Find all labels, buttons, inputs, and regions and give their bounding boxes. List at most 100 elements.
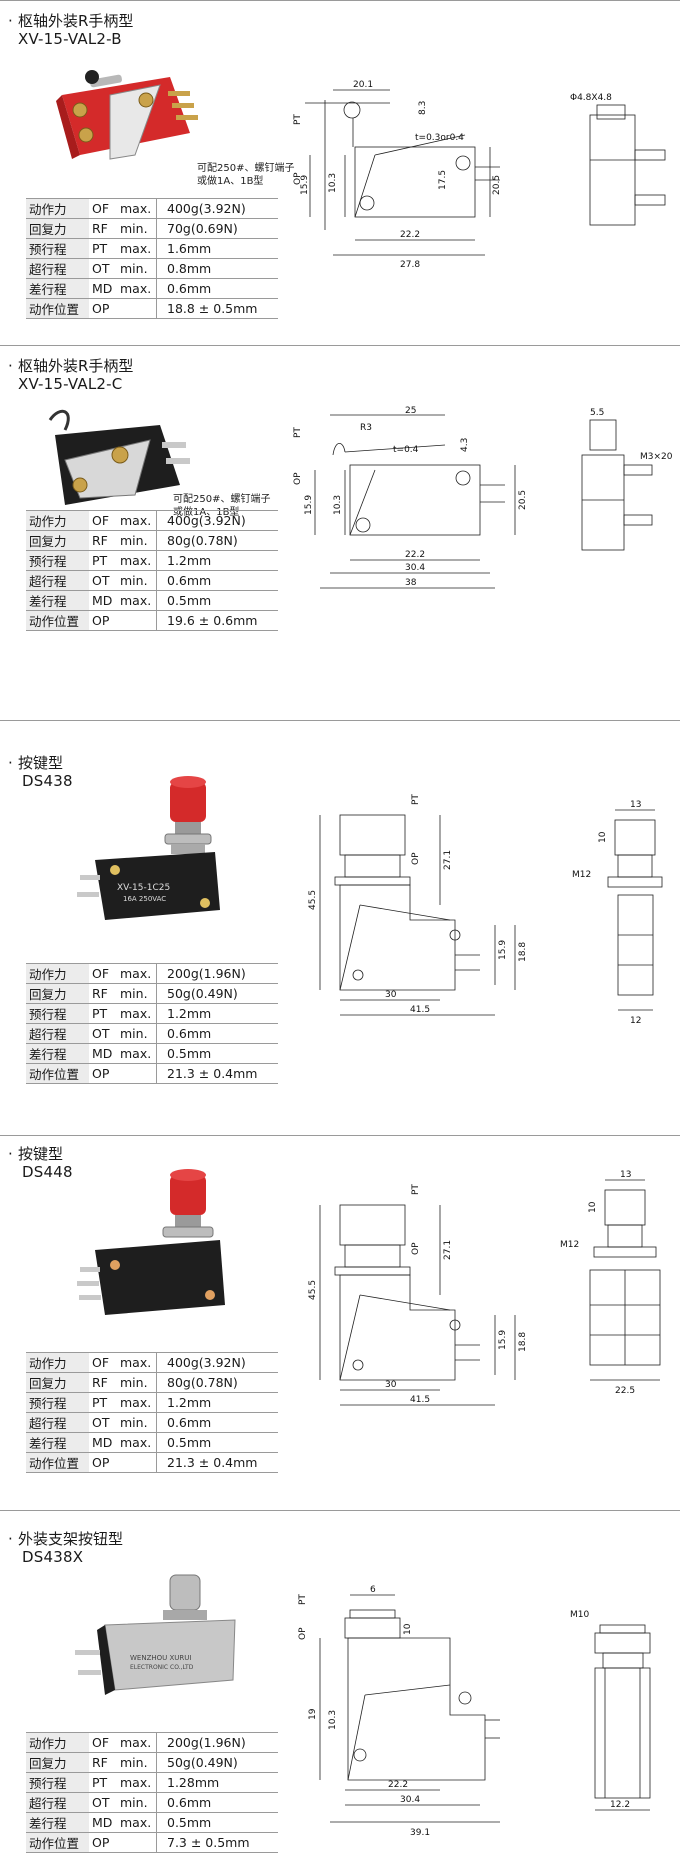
dim-label: 6 bbox=[370, 1585, 376, 1595]
product-photo: XV-15-1C25 16A 250VAC bbox=[77, 776, 220, 920]
product-photo bbox=[77, 1169, 225, 1315]
dim-label: 5.5 bbox=[590, 408, 604, 418]
dim-label: 22.2 bbox=[400, 230, 420, 240]
dim-label: Φ4.8X4.8 bbox=[570, 93, 612, 103]
dim-label: OP bbox=[298, 1627, 308, 1640]
dim-label: 27.1 bbox=[443, 1240, 453, 1260]
dim-label: 13 bbox=[620, 1170, 631, 1180]
dim-label: 27.8 bbox=[400, 260, 420, 270]
dim-label: 10.3 bbox=[328, 1710, 338, 1730]
dim-label: 15.9 bbox=[498, 1330, 508, 1350]
dim-label: 27.1 bbox=[443, 850, 453, 870]
dim-label: 45.5 bbox=[308, 1280, 318, 1300]
dim-label: 30 bbox=[385, 1380, 397, 1390]
side-view-drawing: 13 10 M12 12 bbox=[572, 800, 663, 1026]
section-rule bbox=[0, 720, 680, 721]
dim-label: 10.3 bbox=[333, 495, 343, 515]
model-number: XV-15-VAL2-B bbox=[18, 30, 122, 48]
dim-label: 17.5 bbox=[438, 170, 448, 190]
dim-label: M3×20 bbox=[640, 452, 673, 462]
dim-label: 39.1 bbox=[410, 1828, 430, 1838]
model-number: DS448 bbox=[22, 1163, 73, 1181]
dim-label: 20.1 bbox=[353, 80, 373, 90]
dim-label: 13 bbox=[630, 800, 641, 810]
dim-label: 22.2 bbox=[388, 1780, 408, 1790]
dim-label: 15.9 bbox=[300, 175, 310, 195]
dim-label: M12 bbox=[572, 870, 591, 880]
dim-label: 10 bbox=[588, 1201, 598, 1213]
dim-label: t=0.3or0.4 bbox=[415, 133, 464, 143]
dimension-drawing: PT OP 6 10 19 10.3 22.2 30.4 39.1 bbox=[298, 1585, 500, 1838]
dim-label: 10 bbox=[403, 1623, 413, 1635]
side-view-drawing: 5.5 M3×20 bbox=[581, 408, 673, 551]
section-val2-b: ·枢轴外装R手柄型 XV-15-VAL2-B 可配250#、螺钉端子或做1A、1… bbox=[0, 0, 680, 345]
product-photo bbox=[48, 409, 190, 505]
dim-label: OP bbox=[411, 1242, 421, 1255]
dim-label: 45.5 bbox=[308, 890, 318, 910]
dimension-drawing: PT OP 27.1 45.5 15.9 18.8 30 41.5 bbox=[308, 794, 528, 1016]
dim-label: 10.3 bbox=[328, 173, 338, 193]
dim-label: R3 bbox=[360, 423, 372, 433]
photo-print: ELECTRONIC CO.,LTD bbox=[130, 1664, 194, 1671]
photo-print: 16A 250VAC bbox=[123, 895, 166, 903]
dim-label: PT bbox=[411, 1184, 421, 1195]
section-rule bbox=[0, 345, 680, 346]
dim-label: PT bbox=[411, 794, 421, 805]
section-title: ·枢轴外装R手柄型 bbox=[8, 12, 134, 30]
dim-label: PT bbox=[293, 114, 303, 125]
section-title: ·外装支架按钮型 bbox=[8, 1530, 124, 1548]
dim-label: PT bbox=[293, 427, 303, 438]
terminal-note: 可配250#、螺钉端子或做1A、1B型 bbox=[197, 163, 295, 187]
model-number: DS438X bbox=[22, 1548, 84, 1566]
section-val2-c: ·枢轴外装R手柄型 XV-15-VAL2-C 可配250#、螺钉端子或做1A、1… bbox=[0, 345, 680, 720]
model-number: DS438 bbox=[22, 772, 73, 790]
side-view-drawing: Φ4.8X4.8 bbox=[570, 93, 666, 226]
section-rule bbox=[0, 1135, 680, 1136]
dimension-drawing: PT OP 27.1 45.5 15.9 18.8 30 41.5 bbox=[308, 1184, 528, 1406]
dim-label: 22.5 bbox=[615, 1386, 635, 1396]
dim-label: 20.5 bbox=[518, 490, 528, 510]
dim-label: OP bbox=[411, 852, 421, 865]
dim-label: OP bbox=[293, 172, 303, 185]
section-title: ·枢轴外装R手柄型 bbox=[8, 357, 134, 375]
dim-label: M12 bbox=[560, 1240, 579, 1250]
top-rule bbox=[0, 0, 680, 1]
dim-label: 19 bbox=[308, 1708, 318, 1720]
dim-label: M10 bbox=[570, 1610, 589, 1620]
dimension-drawing: 25 R3 t=0.4 4.3 20.5 15.9 10.3 22.2 30.4… bbox=[293, 406, 528, 589]
side-view-drawing: 13 10 M12 22.5 bbox=[560, 1170, 661, 1396]
dim-label: 15.9 bbox=[498, 940, 508, 960]
dim-label: 12 bbox=[630, 1016, 641, 1026]
dim-label: 4.3 bbox=[460, 438, 470, 452]
dim-label: 18.8 bbox=[518, 1332, 528, 1352]
